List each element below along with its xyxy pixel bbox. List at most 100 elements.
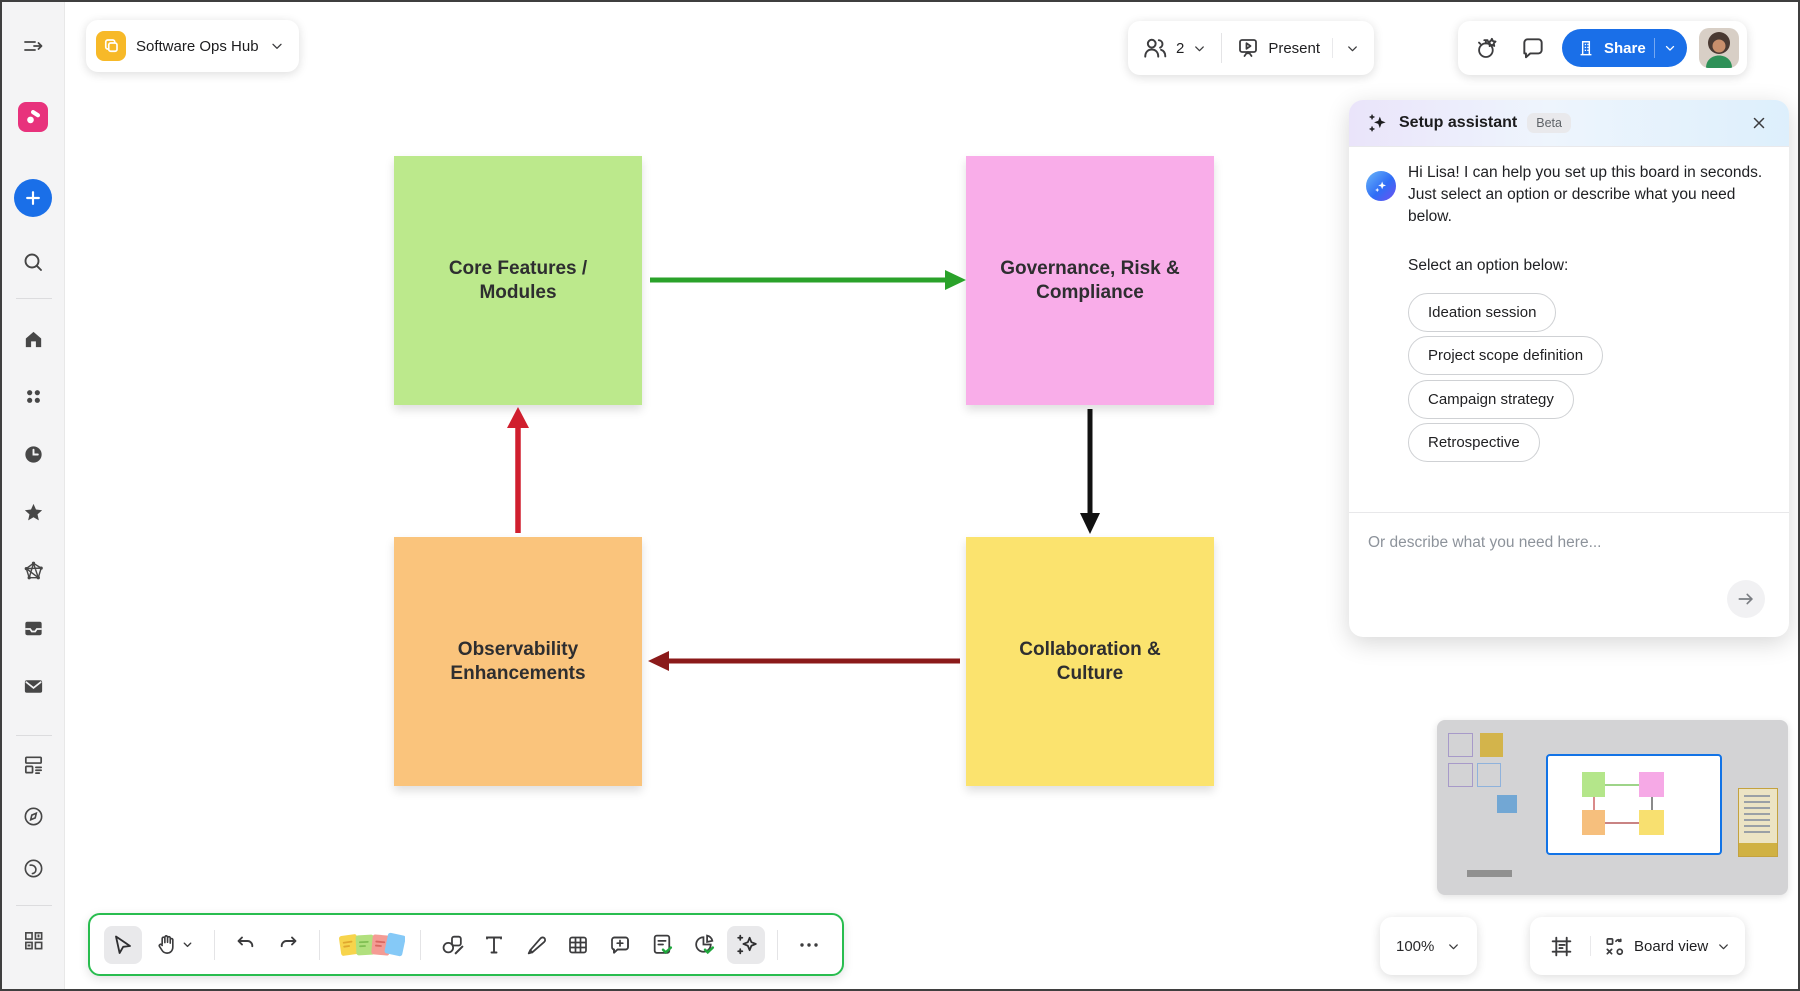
chat-icon[interactable] (1516, 31, 1550, 65)
sidebar-item-inbox[interactable] (13, 608, 53, 648)
sticky-note-core-features[interactable]: Core Features / Modules (394, 156, 642, 405)
avatar[interactable] (1698, 28, 1739, 68)
share-label: Share (1604, 39, 1646, 57)
option-ideation-session[interactable]: Ideation session (1408, 293, 1557, 332)
send-button[interactable] (1727, 580, 1765, 618)
sidebar-item-explore[interactable] (13, 796, 53, 836)
assistant-input[interactable] (1361, 520, 1731, 628)
sidebar-item-home[interactable] (13, 319, 53, 359)
board-view-icon (1606, 937, 1624, 955)
undo-button[interactable] (227, 926, 265, 964)
sidebar-item-mindmap[interactable] (13, 550, 53, 590)
share-button[interactable]: Share (1562, 29, 1687, 67)
minimap-note (1639, 772, 1664, 797)
divider (1349, 512, 1789, 513)
divider (1221, 33, 1223, 63)
sidebar-item-favorites[interactable] (13, 492, 53, 532)
sticky-note-governance[interactable]: Governance, Risk & Compliance (966, 156, 1214, 405)
create-button[interactable] (13, 178, 53, 218)
sidebar-item-recent[interactable] (13, 434, 53, 474)
zoom-control[interactable]: 100% (1380, 917, 1478, 975)
miro-logo[interactable] (13, 97, 53, 137)
chevron-down-icon[interactable] (1192, 41, 1207, 56)
divider (1332, 38, 1334, 58)
sticky-note-collaboration[interactable]: Collaboration & Culture (966, 537, 1214, 786)
minimap-note (1582, 810, 1605, 835)
sparkles-icon (1369, 114, 1386, 132)
shapes-tool[interactable] (433, 926, 471, 964)
minimap-connector (1605, 784, 1639, 786)
pen-tool[interactable] (517, 926, 555, 964)
close-icon[interactable] (1745, 109, 1773, 137)
timer-icon[interactable] (1470, 31, 1504, 65)
chevron-down-icon[interactable] (181, 938, 194, 951)
assistant-select-prompt: Select an option below: (1408, 257, 1569, 274)
users-icon[interactable] (1142, 35, 1168, 61)
table-tool[interactable] (559, 926, 597, 964)
present-button[interactable]: Present (1236, 36, 1320, 60)
assistant-header: Setup assistant Beta (1349, 100, 1789, 147)
divider (214, 929, 215, 960)
minimap-shape (1467, 870, 1512, 877)
connector-red-up (507, 407, 529, 533)
chart-check-tool[interactable] (685, 926, 723, 964)
assistant-title: Setup assistant (1399, 114, 1518, 131)
minimap-document (1738, 788, 1778, 857)
sidebar-item-profile[interactable] (13, 848, 53, 888)
board-title-card[interactable]: Software Ops Hub (86, 20, 299, 72)
minimap-shape (1497, 795, 1517, 813)
sidebar-item-templates[interactable] (13, 744, 53, 784)
divider (319, 929, 320, 960)
sidebar-item-apps[interactable] (13, 376, 53, 416)
minimap-shape (1477, 763, 1501, 787)
redo-button[interactable] (269, 926, 307, 964)
left-sidebar (2, 2, 65, 989)
sticky-note-observability[interactable]: Observability Enhancements (394, 537, 642, 786)
board-icon (96, 31, 126, 61)
minimap-shape (1480, 733, 1503, 757)
minimap-connector (1593, 797, 1595, 810)
option-project-scope[interactable]: Project scope definition (1408, 336, 1604, 375)
divider (777, 929, 778, 960)
miro-logo-icon (18, 102, 48, 132)
building-icon (1580, 41, 1592, 56)
minimap-viewport[interactable] (1546, 754, 1722, 855)
more-tools-button[interactable] (790, 926, 828, 964)
present-icon (1239, 39, 1258, 57)
ai-tool[interactable] (727, 925, 765, 964)
actions-card: Share (1458, 21, 1747, 75)
divider (16, 298, 52, 299)
arrow-right-icon (1738, 593, 1753, 605)
minimap-connector (1651, 797, 1653, 810)
beta-badge: Beta (1527, 113, 1571, 133)
search-icon[interactable] (13, 242, 53, 282)
option-campaign-strategy[interactable]: Campaign strategy (1408, 380, 1574, 419)
sidebar-item-mail[interactable] (13, 666, 53, 706)
assistant-message: Hi Lisa! I can help you set up this boar… (1408, 164, 1763, 225)
chevron-down-icon[interactable] (1716, 939, 1731, 954)
chevron-down-icon[interactable] (1345, 41, 1360, 56)
hand-tool[interactable] (146, 926, 202, 964)
doc-check-tool[interactable] (643, 926, 681, 964)
board-view-button[interactable]: Board view (1603, 935, 1731, 958)
sticky-note-tool[interactable] (332, 926, 408, 964)
frames-icon[interactable] (1544, 929, 1578, 963)
comment-tool[interactable] (601, 926, 639, 964)
setup-assistant-panel: Setup assistant Beta Hi Lisa! I can help… (1349, 100, 1789, 637)
select-tool[interactable] (104, 925, 142, 964)
minimap-connector (1605, 822, 1639, 824)
sticky-notes-icon (339, 932, 405, 956)
zoom-level: 100% (1396, 937, 1435, 955)
text-tool[interactable] (475, 926, 513, 964)
minimap[interactable] (1437, 720, 1788, 895)
chevron-down-icon[interactable] (269, 38, 285, 54)
online-users-count: 2 (1176, 39, 1185, 57)
sidebar-item-widgets[interactable] (13, 920, 53, 960)
chevron-down-icon[interactable] (1663, 41, 1677, 55)
chevron-down-icon[interactable] (1446, 939, 1461, 954)
collapse-sidebar-icon[interactable] (13, 26, 53, 66)
divider (1590, 936, 1591, 956)
connector-black-down (1080, 409, 1100, 534)
option-retrospective[interactable]: Retrospective (1408, 423, 1540, 462)
